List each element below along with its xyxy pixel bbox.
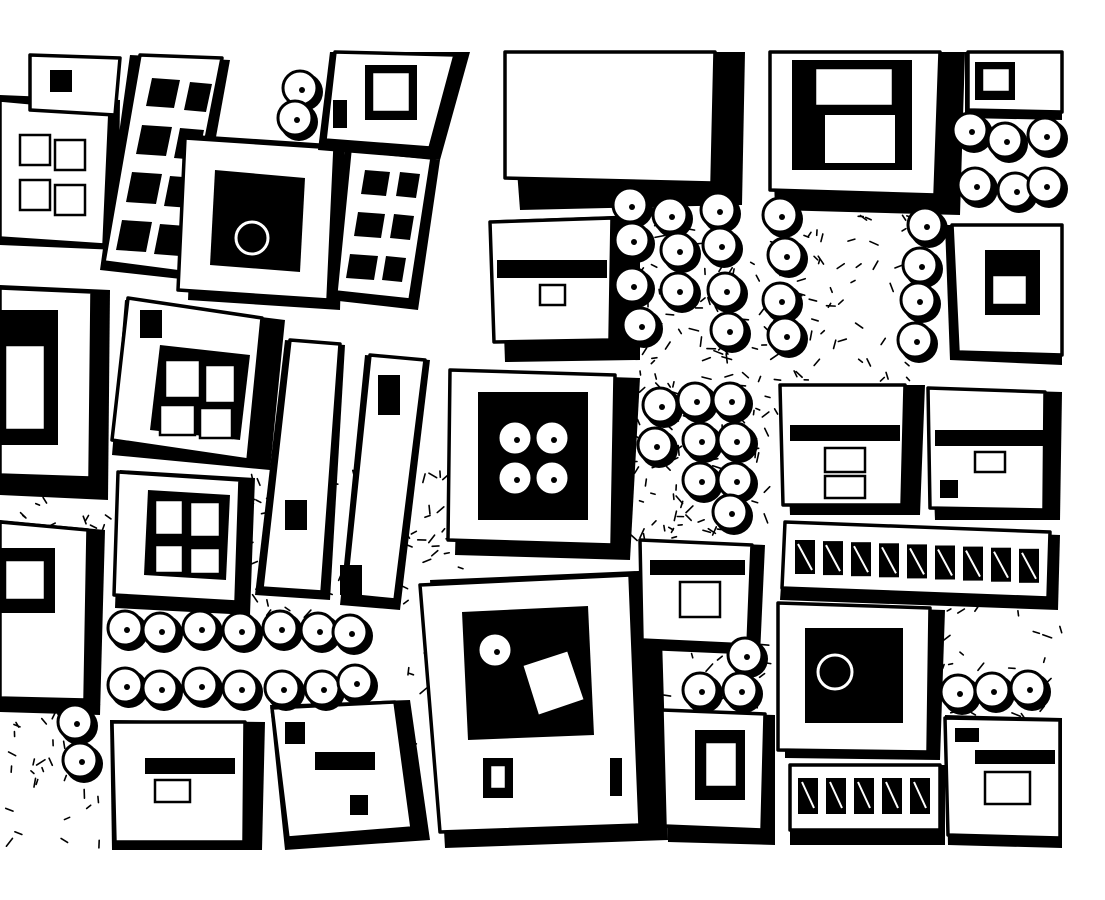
- building-bottom-right: [943, 715, 1062, 848]
- building-middle-left: [110, 296, 285, 470]
- building-top-left-grid: [0, 53, 122, 250]
- row-house-middle-center: [255, 338, 430, 610]
- row-house-right-middle: [780, 520, 1060, 610]
- building-bottom-center-a: [638, 538, 765, 655]
- building-bottom-center-left: [270, 700, 430, 850]
- building-bottom-left-edge: [0, 520, 105, 715]
- building-bottom-center-b: [660, 708, 775, 845]
- row-house-top-center: [330, 148, 440, 310]
- building-top-center: [318, 50, 470, 160]
- courtyard-building-fountain-top: [176, 135, 345, 310]
- courtyard-building-top-right: [768, 50, 965, 215]
- building-right-middle-top: [945, 223, 1064, 365]
- building-bottom-left: [110, 720, 265, 850]
- building-right-middle-a: [778, 383, 925, 515]
- courtyard-building-fountain-bottom: [776, 601, 945, 760]
- building-middle-left-edge: [0, 285, 110, 500]
- building-middle-left-lower: [112, 470, 255, 615]
- building-right-middle-b: [926, 386, 1062, 520]
- trees: [56, 69, 1068, 783]
- row-house-bottom-right: [788, 763, 945, 845]
- building-center-upper: [488, 215, 640, 362]
- large-courtyard-building-bottom: [418, 570, 668, 848]
- large-block-top: [503, 50, 745, 210]
- building-top-far-right: [965, 50, 1064, 120]
